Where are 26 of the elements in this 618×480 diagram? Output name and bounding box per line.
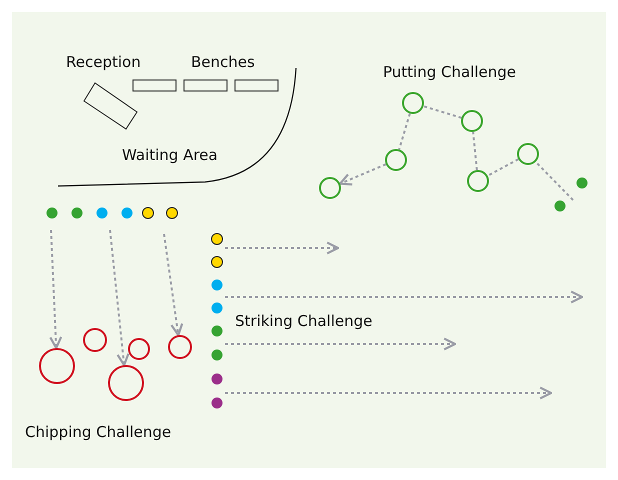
path-line xyxy=(398,113,411,150)
area-label: Putting Challenge xyxy=(383,65,516,80)
hole-circle xyxy=(517,143,539,165)
area-label: Chipping Challenge xyxy=(25,425,172,440)
target-circle xyxy=(128,338,150,360)
area-label: Benches xyxy=(191,55,255,70)
area-label: Reception xyxy=(66,55,141,70)
path-line xyxy=(423,105,462,119)
target-circle xyxy=(168,335,192,359)
area-label: Waiting Area xyxy=(122,148,218,163)
hole-circle xyxy=(467,170,489,192)
hole-circle xyxy=(319,177,341,199)
arrow xyxy=(49,230,62,350)
target-circle xyxy=(108,365,144,401)
hole-circle xyxy=(461,110,483,132)
arrow xyxy=(109,230,130,366)
arrow xyxy=(339,163,386,186)
path-line xyxy=(534,161,574,201)
path-line xyxy=(472,132,478,170)
area-label: Striking Challenge xyxy=(235,314,372,329)
hole-circle xyxy=(385,149,407,171)
arrow xyxy=(163,234,184,336)
target-circle xyxy=(39,348,75,384)
target-circle xyxy=(83,328,107,352)
hole-circle xyxy=(402,92,424,114)
path-line xyxy=(487,158,519,177)
